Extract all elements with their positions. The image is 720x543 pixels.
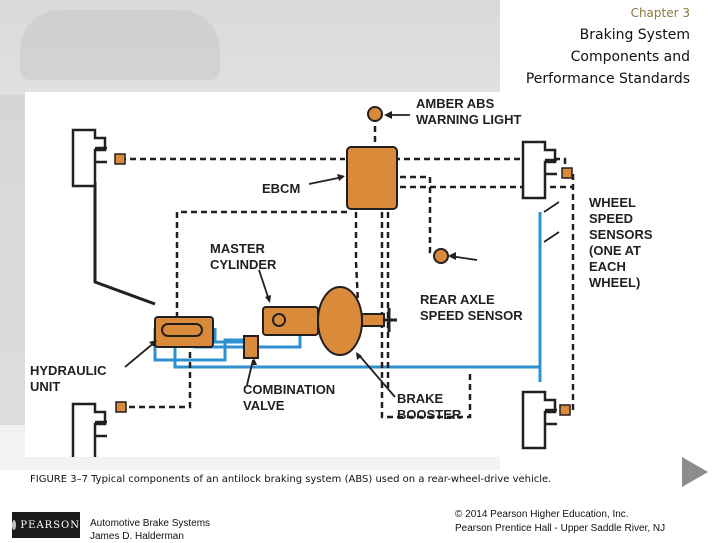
pearson-logo-text: PEARSON xyxy=(20,519,80,531)
label-wheel-speed-sensors: WHEEL SPEED SENSORS (ONE AT EACH WHEEL) xyxy=(589,195,653,290)
hydraulic-unit xyxy=(154,316,214,348)
ebcm-module xyxy=(346,146,398,210)
label-rear-axle-speed-sensor: REAR AXLE SPEED SENSOR xyxy=(420,292,523,323)
slide-title-line3: Performance Standards xyxy=(525,71,690,87)
brake-booster xyxy=(317,286,363,356)
brake-front-left xyxy=(71,128,107,188)
slide-title-line2: Components and xyxy=(570,49,690,65)
pearson-logo: PEARSON xyxy=(12,512,80,538)
label-master-cylinder: MASTER CYLINDER xyxy=(210,241,277,272)
figure-caption: FIGURE 3–7 Typical components of an anti… xyxy=(30,474,552,485)
footer xyxy=(0,506,720,540)
footer-left: Automotive Brake Systems James D. Halder… xyxy=(90,517,210,543)
label-combination-valve: COMBINATION VALVE xyxy=(243,382,336,413)
footer-author: James D. Halderman xyxy=(90,531,184,542)
brake-rear-left xyxy=(71,402,107,457)
footer-publisher: Pearson Prentice Hall - Upper Saddle Riv… xyxy=(455,523,666,534)
combination-valve xyxy=(243,335,259,359)
play-triangle-icon[interactable] xyxy=(682,457,708,487)
slide-header: Chapter 3 Braking System Components and … xyxy=(526,6,690,90)
master-cylinder xyxy=(262,306,319,336)
footer-copyright: © 2014 Pearson Higher Education, Inc. xyxy=(455,509,629,520)
wheel-sensor-front-left xyxy=(114,153,126,165)
label-hydraulic-unit: HYDRAULIC UNIT xyxy=(30,363,107,394)
brake-rear-right xyxy=(521,390,557,450)
label-ebcm: EBCM xyxy=(262,181,301,196)
front-left-brake-line xyxy=(93,182,156,306)
footer-course: Automotive Brake Systems xyxy=(90,518,211,529)
wheel-sensor-front-right xyxy=(561,167,573,179)
slide-title-line1: Braking System xyxy=(579,27,690,43)
amber-warning-light xyxy=(367,106,383,122)
brake-front-right xyxy=(521,140,557,200)
pearson-logo-icon xyxy=(12,520,17,530)
wheel-sensor-rear-left xyxy=(115,401,127,413)
abs-diagram-drawing xyxy=(71,106,575,457)
label-brake-booster: BRAKE BOOSTER xyxy=(397,391,462,422)
rear-axle-sensor xyxy=(433,248,449,264)
chapter-label: Chapter 3 xyxy=(630,6,690,20)
footer-right: © 2014 Pearson Higher Education, Inc. Pe… xyxy=(455,508,665,536)
wheel-sensor-rear-right xyxy=(559,404,571,416)
label-amber-abs-warning-light: AMBER ABS WARNING LIGHT xyxy=(416,96,522,127)
abs-diagram: AMBER ABS WARNING LIGHT EBCM MASTER CYLI… xyxy=(25,92,653,457)
